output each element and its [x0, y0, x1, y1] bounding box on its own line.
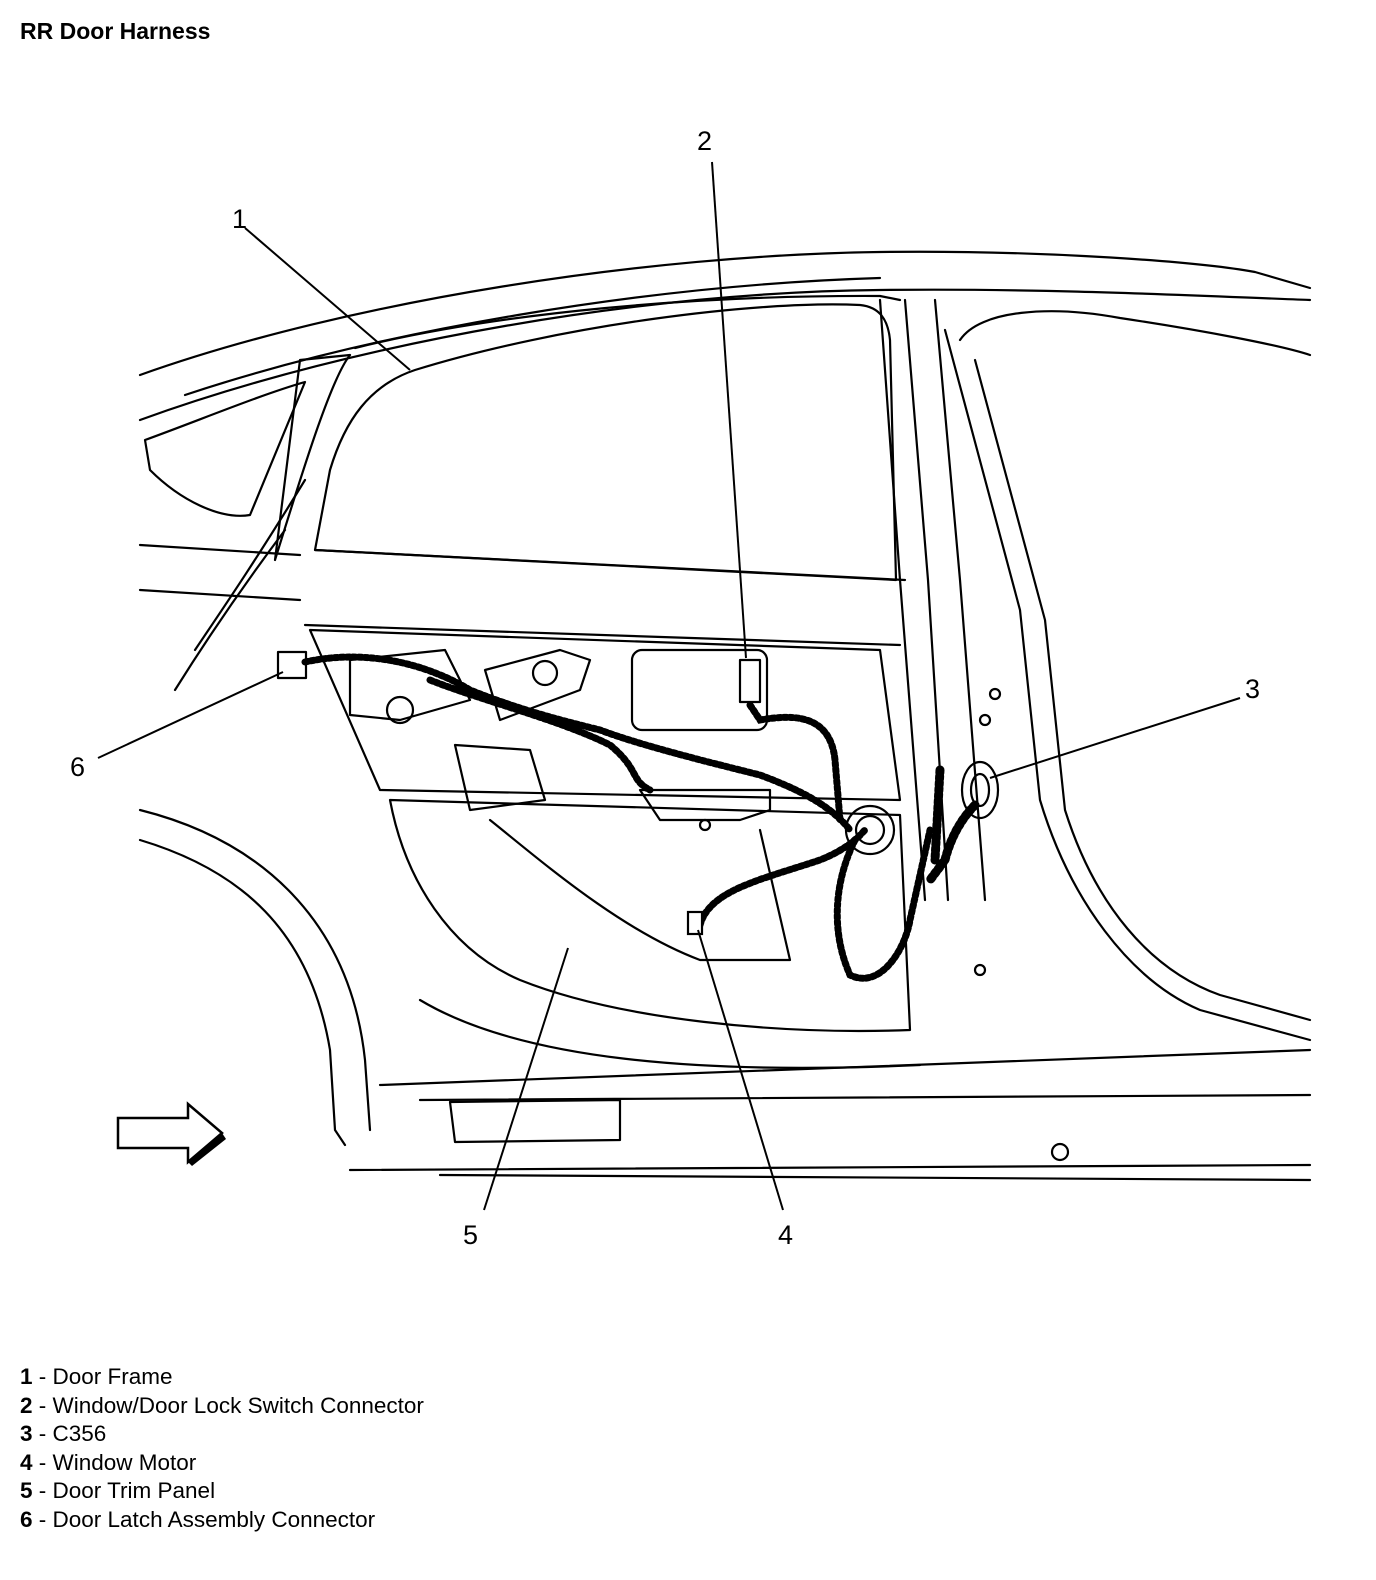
- legend-number: 4: [20, 1449, 33, 1475]
- legend-item-4: 4 - Window Motor: [20, 1449, 424, 1478]
- latch-connector-body: [276, 650, 308, 680]
- latch-bolt: [385, 695, 415, 725]
- door-bottom-edge: [418, 998, 922, 1069]
- door-trim-curve: [488, 818, 792, 962]
- c-pillar-line: [193, 478, 307, 652]
- rocker-block: [448, 1098, 622, 1144]
- roof-outer-line: [138, 250, 1312, 377]
- legend-item-1: 1 - Door Frame: [20, 1363, 424, 1392]
- door-frame-outer: [273, 353, 352, 562]
- quarter-body-line-2: [138, 588, 302, 602]
- handle-linkage: [483, 648, 592, 722]
- legend-separator: -: [32, 1421, 53, 1447]
- door-lower-panel: [388, 798, 912, 1032]
- front-door-edge: [943, 328, 1312, 1042]
- legend-number: 3: [20, 1421, 33, 1447]
- rocker-lower-flange: [438, 1173, 1312, 1182]
- legend-label: Door Trim Panel: [52, 1478, 216, 1504]
- grommet-c356: [960, 760, 1000, 820]
- page-title: RR Door Harness: [20, 18, 211, 44]
- legend-label: Door Latch Assembly Connector: [52, 1506, 376, 1532]
- rear-wheel-arch: [138, 838, 347, 1147]
- handle-pivot: [531, 659, 559, 687]
- leader-line-3: [989, 697, 1241, 779]
- legend-label: Window Motor: [52, 1449, 197, 1475]
- leader-line-1: [244, 227, 411, 371]
- bolt-hole: [978, 713, 992, 727]
- legend-label: Door Frame: [52, 1364, 173, 1389]
- legend-item-3: 3 - C356: [20, 1420, 424, 1449]
- legend-separator: -: [32, 1478, 53, 1504]
- handle-cup: [453, 743, 547, 812]
- legend-label: C356: [52, 1421, 107, 1447]
- b-pillar-right: [933, 298, 987, 902]
- callout-4: 4: [778, 1220, 793, 1250]
- harness-main: [301, 653, 854, 834]
- rocker-bottom: [348, 1163, 1312, 1172]
- legend-separator: -: [32, 1392, 53, 1418]
- legend-item-5: 5 - Door Trim Panel: [20, 1477, 424, 1506]
- harness-switch-branch: [746, 701, 844, 824]
- bolt-hole: [698, 818, 712, 832]
- b-pillar-left: [878, 298, 927, 902]
- front-door-edge-inner: [973, 358, 1312, 1022]
- legend-number: 1: [20, 1364, 33, 1389]
- legend: 1 - Door Frame 2 - Window/Door Lock Swit…: [20, 1363, 424, 1535]
- callout-1: 1: [232, 204, 247, 234]
- switch-connector: [738, 658, 762, 704]
- door-module-panel: [308, 628, 902, 802]
- callout-6: 6: [70, 752, 85, 782]
- latch-bracket: [348, 648, 472, 722]
- rear-quarter-window: [143, 380, 307, 517]
- leader-line-5: [483, 947, 569, 1211]
- callout-3: 3: [1245, 674, 1260, 704]
- grommet-c356-inner: [969, 772, 991, 808]
- door-frame-line: [353, 294, 902, 350]
- legend-number: 5: [20, 1478, 33, 1504]
- legend-item-6: 6 - Door Latch Assembly Connector: [20, 1506, 424, 1535]
- leader-line-4: [697, 929, 784, 1211]
- bolt-hole: [1050, 1142, 1070, 1162]
- roof-inner-line: [138, 288, 1312, 422]
- c-pillar-line-2: [173, 528, 287, 692]
- door-belt-line: [313, 548, 907, 582]
- bolt-hole: [988, 687, 1002, 701]
- switch-bezel: [630, 648, 769, 732]
- legend-number: 2: [20, 1392, 33, 1418]
- legend-separator: -: [32, 1364, 53, 1389]
- legend-item-2: 2 - Window/Door Lock Switch Connector: [20, 1392, 424, 1421]
- leader-line-6: [97, 671, 284, 759]
- harness-lower-branch: [833, 826, 934, 982]
- regulator-housing: [638, 788, 772, 822]
- legend-separator: -: [32, 1449, 53, 1475]
- callout-5: 5: [463, 1220, 478, 1250]
- quarter-body-line: [138, 543, 302, 557]
- rear-wheel-arch-inner: [138, 808, 372, 1132]
- door-inner-belt: [303, 623, 902, 647]
- legend-label: Window/Door Lock Switch Connector: [52, 1392, 424, 1418]
- roof-rail: [183, 276, 882, 397]
- leader-line-2: [711, 161, 747, 659]
- door-window-opening: [313, 303, 898, 582]
- rocker-mid: [418, 1093, 1312, 1102]
- harness-latch-branch: [426, 676, 654, 794]
- legend-number: 6: [20, 1506, 33, 1532]
- rocker-top: [378, 1048, 1312, 1087]
- harness-c356-branch: [925, 765, 980, 885]
- motor-connector: [686, 910, 704, 936]
- grommet-door-inner: [854, 814, 886, 846]
- callout-2: 2: [697, 126, 712, 156]
- legend-separator: -: [32, 1506, 53, 1532]
- bolt-hole: [973, 963, 987, 977]
- door-harness-diagram: 1 2 3 4 5 6: [70, 126, 1312, 1250]
- front-door-opening: [958, 310, 1312, 357]
